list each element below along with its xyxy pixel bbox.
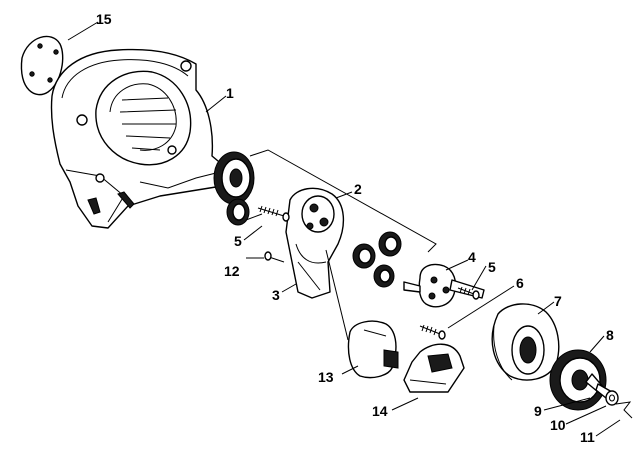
part-washer-10 xyxy=(605,390,619,406)
part-gearbox-casing-3 xyxy=(285,187,345,299)
part-gear-set-2 xyxy=(213,151,402,288)
callout-1: 1 xyxy=(226,85,234,101)
part-spring-clip-11 xyxy=(615,401,633,419)
callout-3: 3 xyxy=(272,287,280,303)
callout-4: 4 xyxy=(468,249,476,265)
callout-7: 7 xyxy=(554,293,562,309)
callout-5-left: 5 xyxy=(234,233,242,249)
assembly-lines xyxy=(245,149,437,341)
callout-5-right: 5 xyxy=(488,259,496,275)
part-starter-pulley-8 xyxy=(549,349,607,411)
callout-leaders xyxy=(67,21,621,437)
callout-2: 2 xyxy=(354,181,362,197)
callout-6: 6 xyxy=(516,275,524,291)
part-motor-13 xyxy=(347,320,399,379)
callout-labels: 15 1 2 3 4 5 5 6 7 8 9 10 11 12 13 14 xyxy=(96,11,614,445)
part-screw-12 xyxy=(264,251,285,263)
callout-13: 13 xyxy=(318,369,334,385)
part-cover-14 xyxy=(403,343,465,393)
callout-9: 9 xyxy=(534,403,542,419)
part-rope-drum-7 xyxy=(491,303,560,381)
part-blower-housing-1 xyxy=(50,48,225,229)
part-drive-shaft-4 xyxy=(403,263,485,308)
part-screw-6 xyxy=(419,324,446,340)
callout-11: 11 xyxy=(580,429,595,445)
callout-10: 10 xyxy=(550,417,566,433)
callout-12: 12 xyxy=(224,263,240,279)
part-screw-5 xyxy=(257,205,480,300)
callout-14: 14 xyxy=(372,403,388,419)
callout-15: 15 xyxy=(96,11,112,27)
callout-8: 8 xyxy=(606,327,614,343)
part-gasket-15 xyxy=(20,35,64,96)
